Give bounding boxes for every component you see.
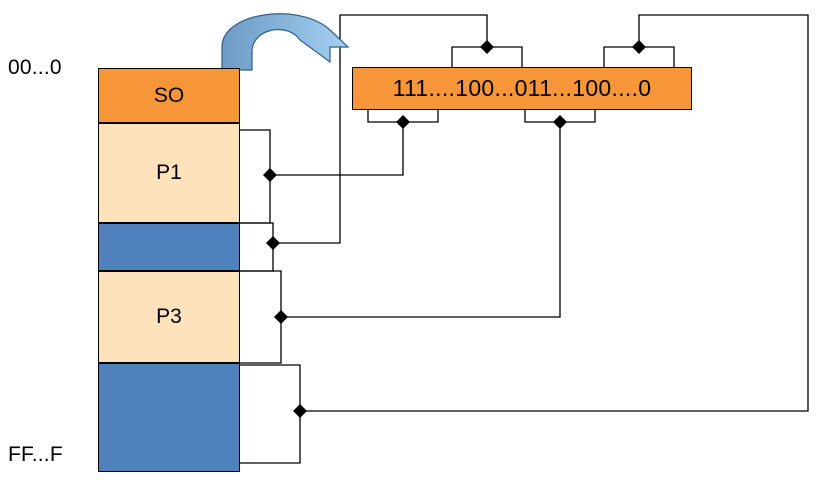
memory-block-label: SO: [153, 83, 185, 107]
bitmap-value: 111....100...011...100....0: [392, 75, 652, 101]
curved-arrow-icon: [221, 13, 350, 71]
bracket-bitmap-top-2: [603, 46, 675, 67]
wire-p1-to-bitmap: [270, 122, 404, 176]
diamond-blue-2: [293, 404, 307, 418]
bracket-p1: [240, 129, 271, 224]
memory-block-used-1[interactable]: [98, 223, 240, 271]
bracket-bitmap-bottom-1: [367, 110, 439, 123]
diamond-bitmap-bottom-2: [553, 115, 567, 129]
diamond-p3: [274, 310, 288, 324]
diamond-bitmap-top-1: [480, 40, 494, 54]
bracket-blue-2: [240, 364, 301, 464]
bitmap-bar[interactable]: 111....100...011...100....0: [352, 67, 692, 110]
memory-block-label: P3: [156, 305, 182, 328]
diamond-blue-1: [266, 236, 280, 250]
bracket-p3: [240, 270, 282, 364]
memory-block-so[interactable]: SO: [98, 68, 240, 123]
wire-p3-to-bitmap: [281, 122, 561, 318]
address-label-top: 00...0: [8, 56, 62, 79]
memory-block-label: P1: [156, 161, 182, 184]
wire-blue1-to-bitmap: [273, 14, 488, 244]
diamond-p1: [263, 168, 277, 182]
bracket-bitmap-bottom-2: [524, 110, 596, 123]
memory-block-p1[interactable]: P1: [98, 123, 240, 223]
memory-block-used-2[interactable]: [98, 363, 240, 472]
address-label-bottom: FF...F: [8, 443, 63, 466]
memory-block-p3[interactable]: P3: [98, 271, 240, 363]
diamond-bitmap-top-2: [632, 40, 646, 54]
bracket-bitmap-top-1: [451, 46, 523, 67]
bracket-blue-1: [240, 222, 274, 272]
diamond-bitmap-bottom-1: [396, 115, 410, 129]
